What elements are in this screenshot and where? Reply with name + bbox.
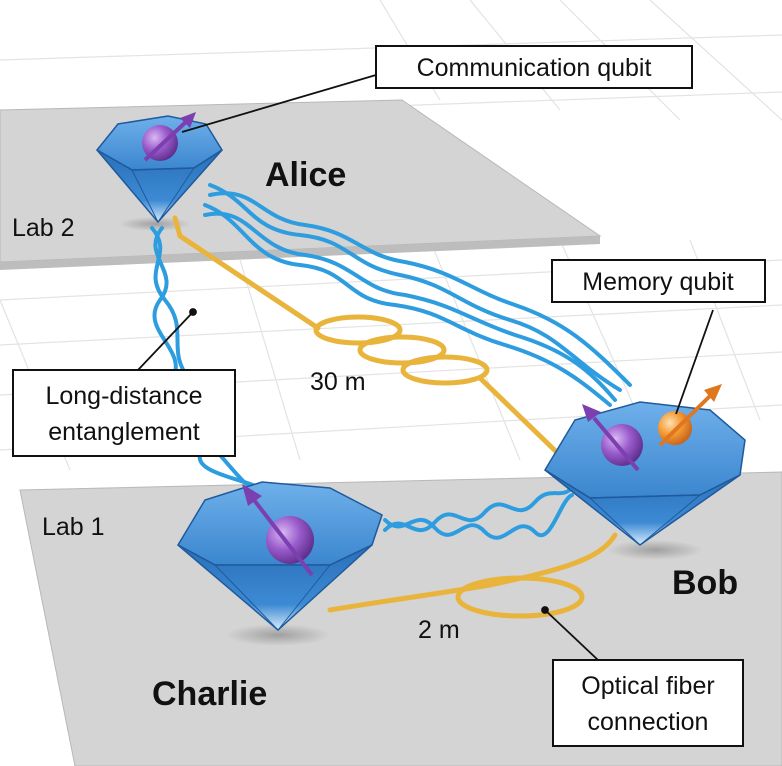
entanglement-strands bbox=[150, 183, 632, 540]
fiber-label-line2: connection bbox=[588, 708, 709, 736]
distance-long-label: 30 m bbox=[310, 368, 366, 396]
lab1-label: Lab 1 bbox=[42, 513, 105, 541]
communication-qubit-callout bbox=[375, 45, 693, 89]
memory-qubit-callout bbox=[551, 259, 766, 303]
bob-label: Bob bbox=[672, 564, 738, 602]
optical-fiber bbox=[172, 215, 618, 619]
entanglement-callout bbox=[12, 369, 236, 457]
bob-diamond bbox=[543, 384, 746, 546]
fiber-callout bbox=[552, 659, 744, 747]
communication-qubit-label: Communication qubit bbox=[417, 54, 652, 82]
bob-shadow bbox=[607, 540, 703, 560]
charlie-diamond bbox=[176, 481, 383, 631]
entanglement-label-line2: entanglement bbox=[48, 418, 200, 446]
alice-shadow bbox=[119, 217, 191, 231]
charlie-shadow bbox=[226, 624, 330, 646]
callout-leaders bbox=[137, 74, 714, 661]
alice-label: Alice bbox=[265, 156, 346, 194]
lab2-label: Lab 2 bbox=[12, 214, 75, 242]
distance-short-label: 2 m bbox=[418, 616, 460, 644]
fiber-label-line1: Optical fiber bbox=[581, 672, 714, 700]
memory-qubit-label: Memory qubit bbox=[582, 268, 733, 296]
entanglement-label-line1: Long-distance bbox=[45, 382, 202, 410]
charlie-label: Charlie bbox=[152, 675, 267, 713]
